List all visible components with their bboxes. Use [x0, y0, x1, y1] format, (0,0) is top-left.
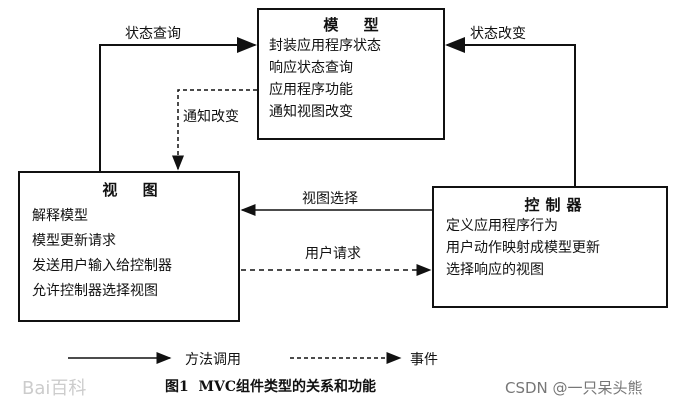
view-line: 允许控制器选择视图 — [32, 283, 158, 299]
view-line: 解释模型 — [32, 208, 88, 224]
state-change-label: 状态改变 — [470, 26, 526, 42]
controller-line: 选择响应的视图 — [446, 262, 544, 278]
view-box: 视 图 解释模型 模型更新请求 发送用户输入给控制器 允许控制器选择视图 — [18, 171, 240, 322]
state-change-arrow — [445, 37, 576, 186]
model-line: 通知视图改变 — [269, 104, 353, 120]
view-title: 视 图 — [102, 181, 168, 199]
csdn-watermark: CSDN @一只呆头熊 — [505, 379, 643, 397]
legend-event: 事件 — [410, 352, 438, 368]
controller-line: 用户动作映射成模型更新 — [446, 240, 600, 256]
view-line: 发送用户输入给控制器 — [32, 258, 172, 274]
state-query-arrow — [99, 37, 257, 171]
controller-box: 控制器 定义应用程序行为 用户动作映射成模型更新 选择响应的视图 — [432, 186, 668, 308]
model-title: 模 型 — [323, 16, 389, 34]
view-line: 模型更新请求 — [32, 233, 116, 249]
notify-change-arrow — [172, 89, 257, 171]
legend-method-call: 方法调用 — [185, 352, 241, 368]
state-query-label: 状态查询 — [125, 26, 181, 42]
model-line: 响应状态查询 — [269, 60, 353, 76]
figure-caption: 图1 MVC组件类型的关系和功能 — [165, 379, 376, 395]
model-line: 应用程序功能 — [269, 82, 353, 98]
view-select-label: 视图选择 — [302, 191, 358, 207]
controller-title: 控制器 — [524, 196, 588, 214]
notify-change-label: 通知改变 — [183, 109, 239, 125]
model-line: 封装应用程序状态 — [269, 38, 381, 54]
model-box: 模 型 封装应用程序状态 响应状态查询 应用程序功能 通知视图改变 — [257, 8, 445, 140]
controller-line: 定义应用程序行为 — [446, 218, 558, 234]
user-request-label: 用户请求 — [305, 246, 361, 262]
baidu-watermark: Bai百科 — [22, 378, 87, 399]
